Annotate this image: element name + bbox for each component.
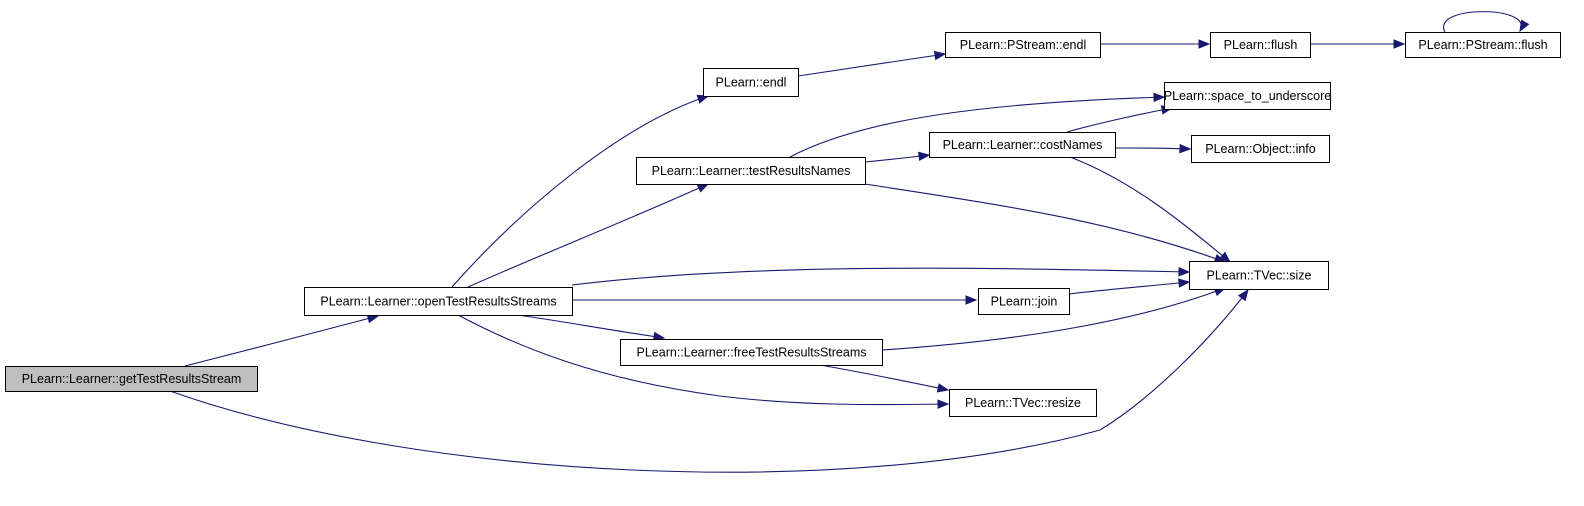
arrowhead-icon [1393, 39, 1406, 49]
edge-flush-to-pstream_flush [1310, 39, 1406, 49]
arrowhead-icon [1519, 19, 1530, 33]
edge-testResultsNames-to-tvec_size [864, 183, 1227, 263]
arrowhead-icon [696, 183, 710, 193]
edge-getTestResultsStream-to-openTestResultsStreams [184, 314, 380, 367]
node-label: PLearn::endl [716, 76, 787, 90]
node-label: PLearn::Object::info [1205, 142, 1316, 156]
node-box [703, 68, 799, 97]
node-getTestResultsStream[interactable]: PLearn::Learner::getTestResultsStream [5, 366, 258, 392]
edges-layer [169, 11, 1530, 473]
arrowhead-icon [1153, 92, 1166, 103]
edge-openTestResultsStreams-to-testResultsNames [467, 183, 710, 288]
edge-costNames-to-space_to_underscore [1066, 105, 1174, 133]
node-openTestResultsStreams[interactable]: PLearn::Learner::openTestResultsStreams [304, 287, 573, 316]
edge-openTestResultsStreams-to-join [571, 295, 978, 305]
edge-line [1114, 147, 1191, 150]
node-box [1191, 135, 1330, 163]
node-box [620, 339, 883, 366]
edge-freeTestResultsStreams-to-tvec_resize [819, 364, 950, 393]
edge-openTestResultsStreams-to-freeTestResultsStreams [517, 314, 666, 342]
arrowhead-icon [1179, 143, 1192, 154]
edge-openTestResultsStreams-to-tvec_resize [457, 314, 950, 409]
edge-endl-to-pstream_endl [797, 50, 947, 77]
node-flush[interactable]: PLearn::flush [1210, 32, 1311, 58]
node-object_info[interactable]: PLearn::Object::info [1191, 135, 1330, 163]
node-join[interactable]: PLearn::join [978, 288, 1070, 315]
edge-line [169, 289, 1249, 473]
arrowhead-icon [696, 94, 710, 104]
edge-costNames-to-tvec_size [1069, 156, 1232, 263]
edge-line [797, 53, 946, 77]
edge-testResultsNames-to-costNames [864, 151, 931, 163]
edge-openTestResultsStreams-to-endl [451, 94, 710, 288]
arrowhead-icon [1218, 251, 1232, 263]
node-label: PLearn::TVec::size [1207, 269, 1312, 283]
edge-line [864, 183, 1226, 263]
node-freeTestResultsStreams[interactable]: PLearn::Learner::freeTestResultsStreams [620, 339, 883, 366]
node-box [929, 132, 1116, 158]
node-box [978, 288, 1070, 315]
edge-openTestResultsStreams-to-tvec_size [571, 267, 1191, 286]
edge-costNames-to-object_info [1114, 143, 1192, 154]
edge-line [184, 315, 379, 367]
arrowhead-icon [1198, 39, 1211, 49]
node-endl[interactable]: PLearn::endl [703, 68, 799, 97]
edge-pstream_flush-to-pstream_flush [1443, 11, 1530, 33]
node-box [1210, 32, 1311, 58]
node-label: PLearn::Learner::getTestResultsStream [22, 372, 242, 386]
arrowhead-icon [917, 151, 931, 162]
node-costNames[interactable]: PLearn::Learner::costNames [929, 132, 1116, 158]
arrowhead-icon [936, 383, 950, 393]
node-tvec_resize[interactable]: PLearn::TVec::resize [949, 389, 1097, 417]
node-box [304, 287, 573, 316]
arrowhead-icon [1178, 267, 1191, 277]
nodes-layer: PLearn::Learner::getTestResultsStreamPLe… [5, 32, 1561, 417]
edge-pstream_endl-to-flush [1100, 39, 1211, 49]
arrowhead-icon [933, 50, 947, 61]
node-box [5, 366, 258, 392]
edge-line [451, 95, 709, 288]
edge-line [1069, 156, 1231, 263]
edge-line [1068, 281, 1190, 295]
edge-testResultsNames-to-space_to_underscore [789, 92, 1166, 158]
node-label: PLearn::Learner::costNames [943, 138, 1103, 152]
node-space_to_underscore[interactable]: PLearn::space_to_underscore [1164, 82, 1332, 110]
arrowhead-icon [1237, 288, 1249, 302]
edge-join-to-tvec_size [1068, 278, 1191, 295]
node-box [1164, 82, 1331, 110]
node-box [945, 32, 1101, 58]
node-box [636, 157, 866, 185]
node-testResultsNames[interactable]: PLearn::Learner::testResultsNames [636, 157, 866, 185]
node-label: PLearn::Learner::openTestResultsStreams [320, 295, 556, 309]
node-box [949, 389, 1097, 417]
edge-line [517, 314, 665, 339]
arrowhead-icon [965, 295, 978, 305]
edge-line [1066, 107, 1173, 133]
edge-line [789, 96, 1165, 158]
node-label: PLearn::PStream::flush [1418, 38, 1547, 52]
edge-line [467, 183, 709, 288]
node-label: PLearn::TVec::resize [965, 396, 1081, 410]
node-label: PLearn::PStream::endl [960, 38, 1086, 52]
edge-line [881, 287, 1226, 351]
edge-getTestResultsStream-to-tvec_size [169, 288, 1249, 473]
node-tvec_size[interactable]: PLearn::TVec::size [1189, 261, 1329, 290]
edge-line [819, 364, 949, 391]
node-box [1405, 32, 1561, 58]
node-label: PLearn::Learner::freeTestResultsStreams [637, 346, 867, 360]
node-pstream_endl[interactable]: PLearn::PStream::endl [945, 32, 1101, 58]
node-pstream_flush[interactable]: PLearn::PStream::flush [1405, 32, 1561, 58]
arrowhead-icon [937, 399, 950, 409]
node-label: PLearn::Learner::testResultsNames [652, 164, 851, 178]
arrowhead-icon [1178, 278, 1191, 288]
node-label: PLearn::space_to_underscore [1164, 89, 1332, 103]
node-box [1189, 261, 1329, 290]
edge-line [1443, 11, 1522, 33]
node-label: PLearn::join [991, 295, 1058, 309]
node-label: PLearn::flush [1224, 38, 1298, 52]
edge-line [457, 314, 949, 406]
edge-line [571, 267, 1190, 286]
